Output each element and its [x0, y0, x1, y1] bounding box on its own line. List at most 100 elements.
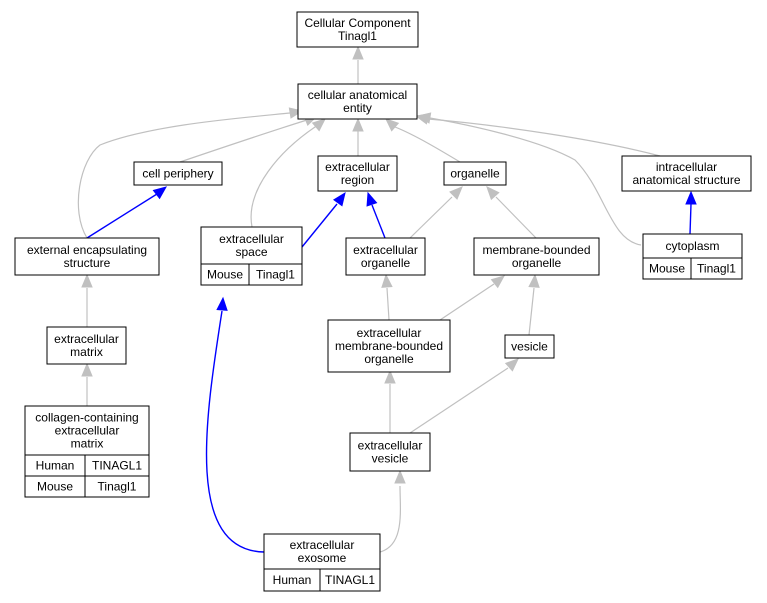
species-label: Human: [273, 573, 312, 587]
gene-label: Tinagl1: [98, 480, 137, 494]
edge-line: [394, 126, 461, 163]
node-label-line: extracellular: [290, 538, 355, 552]
arrowhead-icon: [486, 186, 500, 201]
edge-line: [689, 203, 692, 235]
arrowhead-icon: [352, 45, 364, 60]
node-label-line: membrane-bounded: [335, 339, 443, 353]
edge-line: [179, 119, 308, 163]
arrowhead-icon: [685, 190, 697, 205]
arrowhead-icon: [416, 112, 432, 124]
node-label-line: cell periphery: [142, 167, 213, 181]
node-organelle[interactable]: organelle: [443, 161, 507, 186]
node-label-line: Cellular Component: [304, 16, 411, 30]
node-box: [46, 326, 127, 365]
node-label-line: extracellular: [325, 160, 390, 174]
arrowhead-icon: [81, 273, 93, 288]
node-label-line: collagen-containing: [35, 411, 138, 425]
node-box: [473, 237, 600, 276]
arrowhead-icon: [449, 186, 463, 200]
node-label-line: space: [235, 245, 267, 259]
arrowhead-icon: [81, 362, 93, 377]
edge-line: [86, 193, 158, 239]
node-label-line: Tinagl1: [338, 29, 377, 43]
node-box: [14, 237, 160, 276]
node-label-line: exosome: [298, 551, 347, 565]
edges-layer: [77, 45, 697, 553]
node-label-line: anatomical structure: [632, 173, 740, 187]
edge-line: [439, 283, 495, 321]
node-label-line: organelle: [512, 256, 562, 270]
node-label-line: cytoplasm: [665, 239, 719, 253]
node-label-line: extracellular: [54, 332, 119, 346]
node-box: [443, 161, 507, 186]
edge-line: [528, 287, 535, 336]
gene-label: Tinagl1: [697, 262, 736, 276]
arrowhead-icon: [381, 273, 393, 288]
node-collagen[interactable]: collagen-containingextracellularmatrixHu…: [24, 405, 150, 498]
node-box: [296, 11, 419, 48]
node-box: [297, 83, 418, 120]
arrowhead-icon: [385, 118, 400, 132]
gene-cell: [248, 263, 303, 286]
gene-label: Tinagl1: [256, 268, 295, 282]
node-label-line: membrane-bounded: [482, 243, 590, 257]
gene-cell: [690, 257, 743, 280]
edge-line: [250, 124, 319, 228]
species-label: Human: [36, 459, 75, 473]
edge-line: [77, 112, 291, 239]
node-vesicle[interactable]: vesicle: [504, 334, 555, 359]
node-label-line: region: [341, 173, 374, 187]
edge-line: [371, 204, 386, 239]
edge-line: [205, 310, 265, 553]
node-box: [621, 155, 752, 192]
node-label-line: extracellular: [353, 243, 418, 257]
node-label-line: vesicle: [372, 452, 409, 466]
node-label-line: extracellular: [55, 424, 120, 438]
arrowhead-icon: [490, 275, 506, 289]
node-label-line: cellular anatomical: [308, 88, 407, 102]
node-label-line: entity: [343, 101, 372, 115]
arrowhead-icon: [332, 191, 346, 207]
arrowhead-icon: [384, 369, 396, 384]
arrowhead-icon: [216, 296, 228, 311]
node-label-line: organelle: [361, 256, 411, 270]
edge-line: [429, 117, 642, 246]
node-label-line: vesicle: [511, 340, 548, 354]
node-box: [327, 319, 451, 373]
gene-cell: [84, 475, 150, 498]
node-box: [504, 334, 555, 359]
edge-line: [495, 196, 537, 239]
edge-line: [409, 196, 453, 239]
node-box: [317, 155, 398, 192]
edge-line: [386, 287, 390, 321]
node-label-line: organelle: [364, 352, 414, 366]
node-label-line: matrix: [71, 437, 104, 451]
arrowhead-icon: [352, 117, 364, 132]
node-label-line: extracellular: [357, 326, 422, 340]
arrowhead-icon: [366, 191, 378, 207]
edge-line: [379, 485, 402, 553]
node-cell-periphery[interactable]: cell periphery: [133, 161, 223, 186]
node-label-line: intracellular: [656, 160, 717, 174]
node-label-line: matrix: [70, 345, 103, 359]
